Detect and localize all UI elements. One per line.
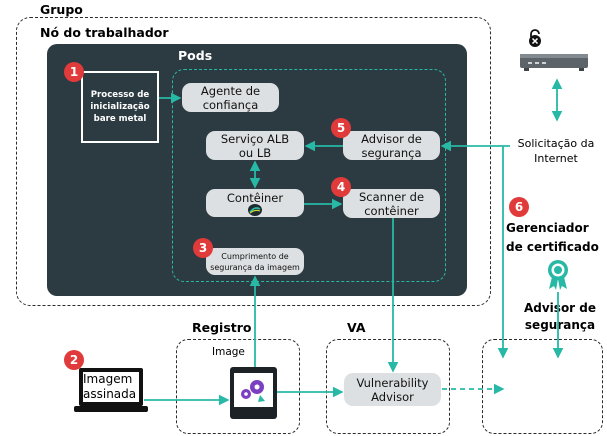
- va-boundary: [326, 339, 450, 434]
- pods-boundary: [172, 69, 446, 282]
- security-advisor-label: Advisor de segurança: [523, 301, 597, 332]
- cluster-label: Grupo: [40, 2, 83, 17]
- router-icon: [520, 54, 588, 71]
- internet-request-label: Solicitação da Internet: [517, 137, 595, 165]
- trust-agent-label: Agente de confiança: [200, 83, 261, 112]
- cluster-boundary: [16, 17, 491, 306]
- worker-node-label: Nó do trabalhador: [40, 25, 169, 40]
- badge-1: 1: [64, 62, 84, 82]
- alb-lb-pill: Serviço ALB ou LB: [206, 131, 304, 160]
- lock-icon: [529, 29, 541, 47]
- container-pill: Contêiner: [206, 189, 304, 217]
- bare-metal-box: Processo de inicialização bare metal: [81, 71, 159, 143]
- pods-label: Pods: [178, 48, 213, 63]
- bare-metal-label: Processo de inicialização bare metal: [90, 90, 150, 124]
- vulnerability-advisor-pill: Vulnerability Advisor: [344, 373, 441, 406]
- gears-icon: [234, 373, 273, 407]
- badge-6: 6: [509, 197, 529, 217]
- registry-image-tile: [230, 367, 277, 419]
- badge-4: 4: [331, 177, 351, 197]
- container-icon: [248, 204, 262, 216]
- security-advisor-boundary: [482, 339, 603, 434]
- vulnerability-advisor-label: Vulnerability Advisor: [356, 375, 429, 404]
- cert-manager-label: Gerenciador de certificado: [506, 221, 599, 254]
- security-advisor-pill: Advisor de segurança: [343, 131, 440, 160]
- image-security-label: Cumprimento de segurança da imagem: [210, 251, 300, 272]
- badge-5: 5: [331, 118, 351, 138]
- container-scanner-label: Scanner de contêiner: [358, 189, 425, 218]
- badge-3: 3: [193, 238, 213, 258]
- alb-lb-label: Serviço ALB ou LB: [220, 131, 290, 160]
- registry-label: Registro: [192, 320, 252, 335]
- image-security-pill: Cumprimento de segurança da imagem: [206, 248, 304, 275]
- va-label: VA: [347, 320, 366, 335]
- laptop-icon: [74, 368, 148, 412]
- security-advisor-pill-label: Advisor de segurança: [361, 131, 422, 160]
- trust-agent-pill: Agente de confiança: [182, 83, 279, 112]
- badge-2: 2: [64, 350, 84, 370]
- signed-image-label: Imagem assinada: [83, 372, 137, 401]
- image-label: Image: [212, 346, 245, 358]
- certificate-icon: [548, 260, 568, 290]
- container-label: Contêiner: [226, 191, 284, 205]
- registry-boundary: [176, 339, 300, 434]
- container-scanner-pill: Scanner de contêiner: [343, 189, 440, 218]
